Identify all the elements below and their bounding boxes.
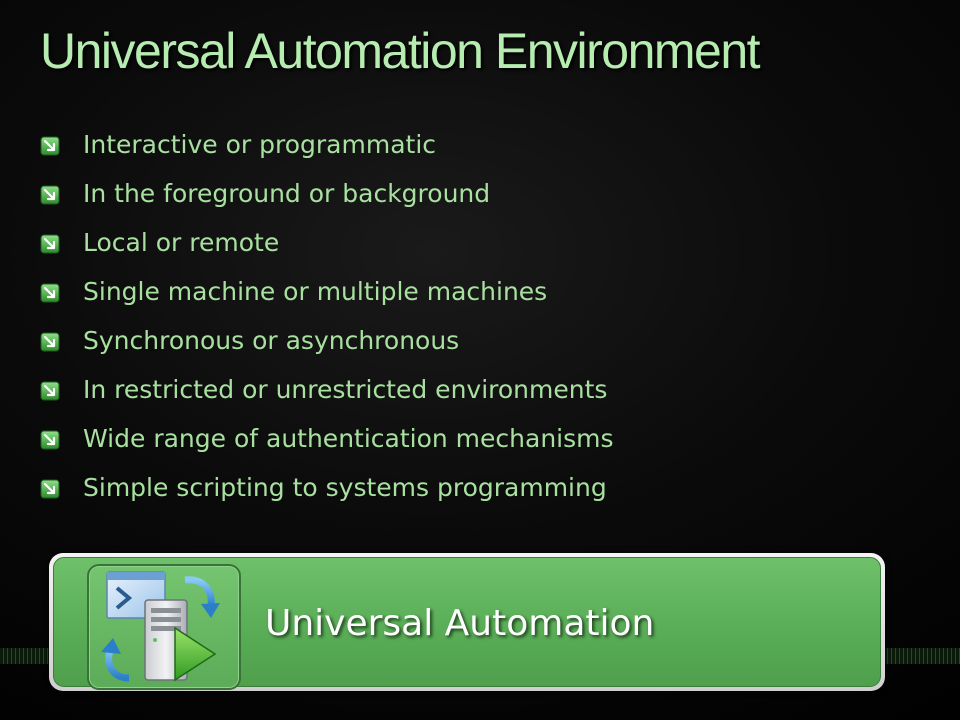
arrow-bullet-icon (40, 381, 60, 401)
arrow-bullet-icon (40, 332, 60, 352)
bullet-text: Wide range of authentication mechanisms (83, 424, 614, 453)
bullet-text: Synchronous or asynchronous (83, 326, 460, 355)
banner-label: Universal Automation (265, 603, 655, 644)
bullet-text: Local or remote (83, 228, 280, 257)
automation-server-icon (101, 571, 220, 682)
arrow-bullet-icon (40, 136, 60, 156)
banner-icon-frame (87, 564, 241, 690)
bullet-text: Interactive or programmatic (83, 130, 437, 159)
arrow-bullet-icon (40, 234, 60, 254)
slide-title: Universal Automation Environment (40, 23, 761, 79)
arrow-bullet-icon (40, 283, 60, 303)
bullet-text: In restricted or unrestricted environmen… (83, 375, 608, 404)
arrow-bullet-icon (40, 430, 60, 450)
banner-panel: Universal Automation (53, 557, 881, 690)
arrow-bullet-icon (40, 185, 60, 205)
arrow-bullet-icon (40, 479, 60, 499)
automation-banner: Universal Automation (49, 553, 885, 691)
bullet-text: Single machine or multiple machines (83, 277, 548, 306)
bullet-text: Simple scripting to systems programming (83, 473, 607, 502)
bullet-text: In the foreground or background (83, 179, 491, 208)
